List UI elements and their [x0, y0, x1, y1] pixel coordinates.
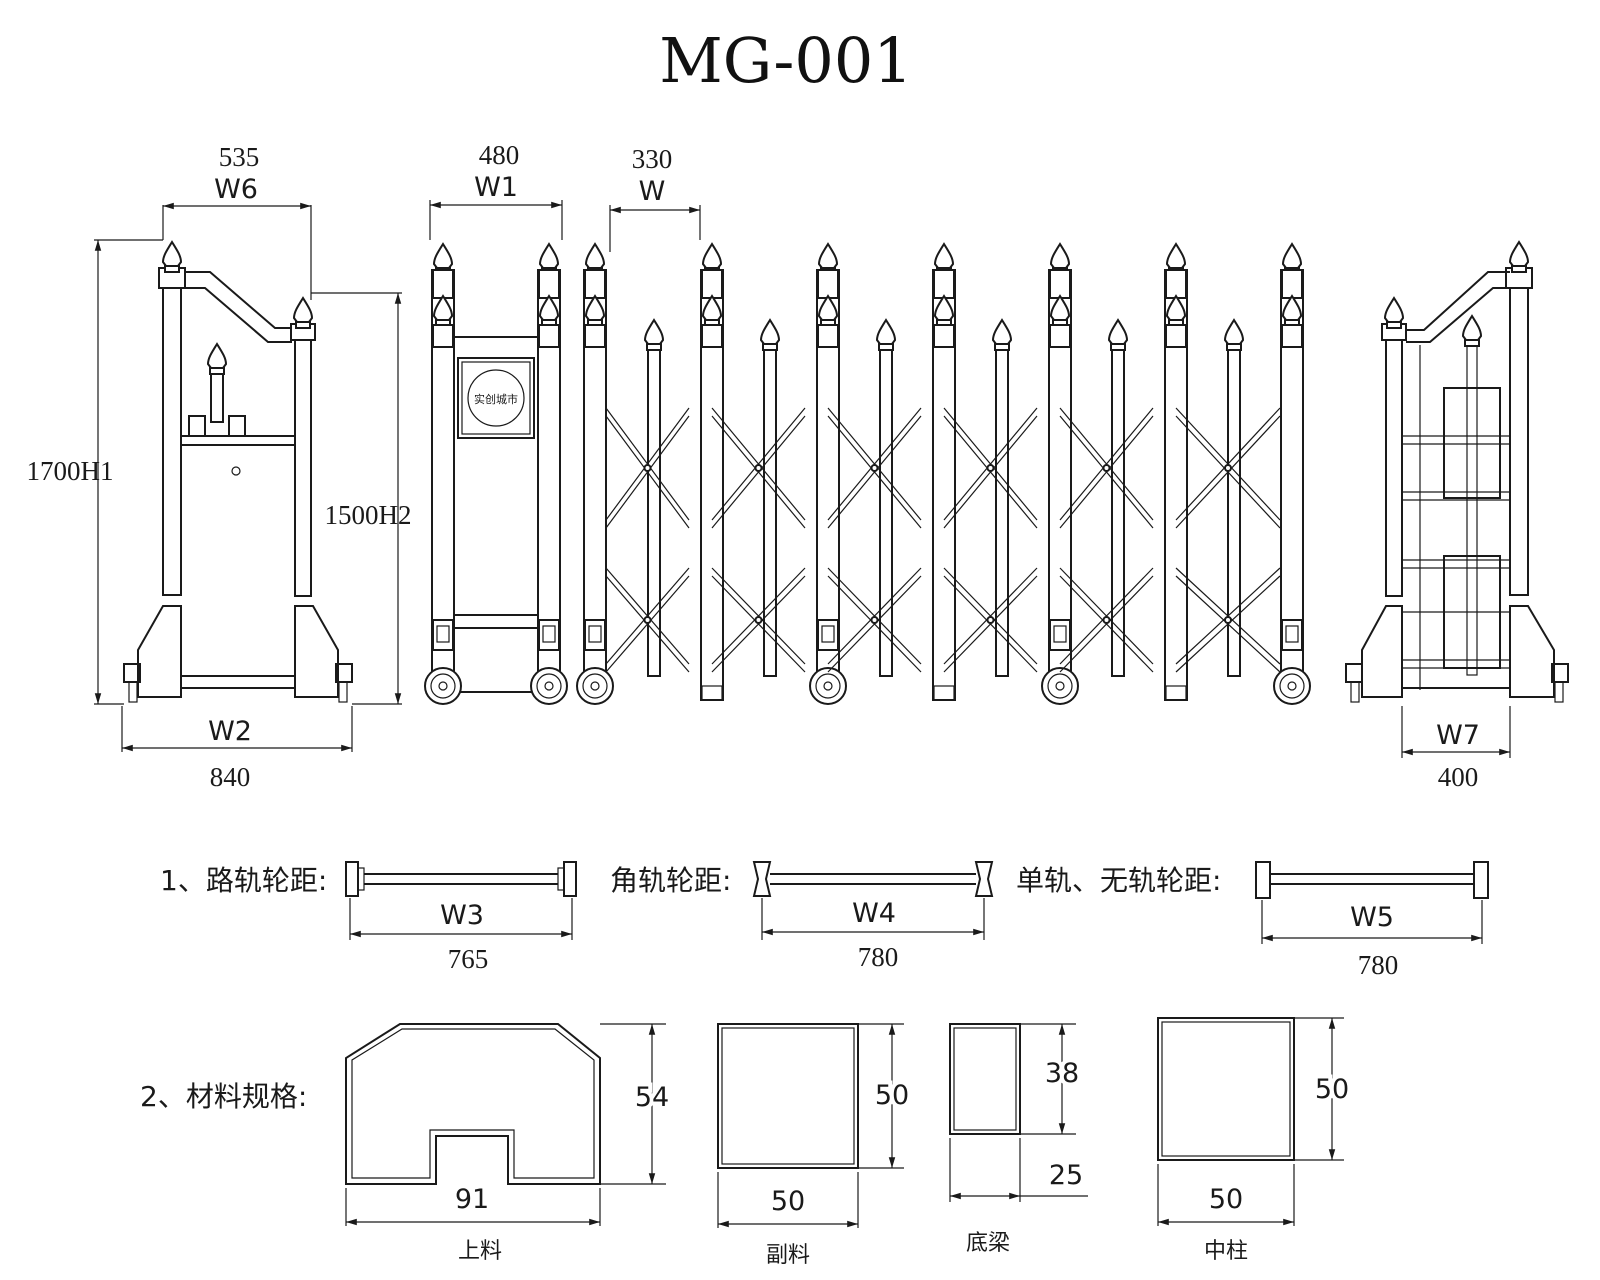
w-label: W	[639, 176, 666, 207]
drawing-title: MG-001	[659, 24, 912, 97]
scissor-lattice	[605, 407, 1281, 673]
material-bottom-beam-height: 38	[1045, 1058, 1079, 1089]
short-post-2	[760, 319, 780, 677]
track-wheelbase: W3 765	[345, 861, 577, 974]
material-top-rail: 54 91 上料	[345, 1023, 673, 1264]
w5-label: W5	[1350, 902, 1394, 933]
front-view: 实创城市	[424, 243, 1311, 705]
material-top-rail-height: 54	[635, 1082, 669, 1113]
folding-post-3	[932, 243, 956, 701]
w7-value: 400	[1438, 762, 1479, 792]
w4-value: 780	[858, 942, 899, 972]
material-middle-post-width: 50	[1209, 1184, 1243, 1215]
w5-value: 780	[1358, 950, 1399, 980]
lattice-cross-1-1	[711, 567, 806, 673]
lattice-cross-0-5	[1175, 407, 1281, 529]
folding-post-5	[1164, 243, 1188, 701]
h1-value: 1700H1	[27, 456, 114, 486]
w2-value: 840	[210, 762, 251, 792]
material-secondary-width: 50	[771, 1186, 805, 1217]
folding-post-1	[700, 243, 724, 701]
corner-wheelbase: W4 780	[752, 861, 994, 972]
lattice-cross-1-3	[943, 567, 1038, 673]
w7-label: W7	[1436, 720, 1480, 751]
material-middle-post-height: 50	[1315, 1074, 1349, 1105]
material-bottom-beam-name: 底梁	[966, 1231, 1010, 1256]
dimension-w2: W2 840	[121, 706, 353, 792]
w1-label: W1	[474, 172, 518, 203]
material-top-rail-name: 上料	[458, 1239, 502, 1264]
material-secondary-height: 50	[875, 1080, 909, 1111]
w2-label: W2	[208, 716, 252, 747]
left-side-view	[123, 241, 353, 703]
material-secondary-name: 副料	[766, 1243, 810, 1268]
material-top-rail-width: 91	[455, 1184, 489, 1215]
lattice-cross-1-0	[605, 567, 690, 673]
short-post-3	[876, 319, 896, 677]
short-post-5	[1108, 319, 1128, 677]
folding-post-0	[576, 243, 614, 705]
right-side-view	[1345, 241, 1569, 703]
head-post-2	[537, 243, 561, 693]
materials-section-label: 2、材料规格:	[140, 1080, 307, 1113]
dimension-w6: 535 W6	[162, 142, 312, 300]
wheelbase-section: 1、路轨轮距: W3 765 角轨轮距: W4 780	[160, 861, 1489, 980]
w6-label: W6	[214, 174, 258, 205]
tall-posts	[700, 243, 1311, 705]
single-wheelbase: W5 780	[1255, 861, 1489, 980]
lattice-cross-1-5	[1175, 567, 1281, 673]
w6-value: 535	[219, 142, 260, 172]
material-middle-post-name: 中柱	[1204, 1239, 1248, 1264]
single-wheelbase-label: 单轨、无轨轮距:	[1016, 864, 1221, 897]
short-post-4	[992, 319, 1012, 677]
corner-wheelbase-label: 角轨轮距:	[610, 864, 731, 897]
materials-section: 2、材料规格: 54 91 上料 50 50 副料	[140, 1017, 1353, 1268]
lattice-cross-1-4	[1059, 567, 1154, 673]
dimension-h1: 1700H1	[27, 239, 163, 705]
head-panel	[457, 357, 535, 439]
wheelbase-section-label: 1、路轨轮距:	[160, 864, 327, 897]
lattice-cross-0-3	[943, 407, 1038, 529]
folding-post-2	[809, 243, 847, 705]
lattice-cross-0-2	[827, 407, 922, 529]
lattice-cross-1-2	[827, 567, 922, 673]
folding-post-4	[1041, 243, 1079, 705]
w4-label: W4	[852, 898, 896, 929]
dimension-w1: 480 W1	[429, 140, 563, 240]
material-bottom-beam: 38 25 底梁	[949, 1023, 1088, 1256]
material-bottom-beam-width: 25	[1049, 1160, 1083, 1191]
dimension-w7: W7 400	[1401, 706, 1511, 792]
w-value: 330	[632, 144, 673, 174]
short-post-1	[644, 319, 664, 677]
material-secondary: 50 50 副料	[717, 1023, 913, 1268]
dimension-h2: 1500H2	[311, 292, 412, 705]
w1-value: 480	[479, 140, 520, 170]
h2-value: 1500H2	[325, 500, 412, 530]
w3-value: 765	[448, 944, 489, 974]
panel-logo-text: 实创城市	[474, 392, 518, 406]
short-post-6	[1224, 319, 1244, 677]
lattice-cross-0-1	[711, 407, 806, 529]
w3-label: W3	[440, 900, 484, 931]
folding-post-6	[1273, 243, 1311, 705]
head-post-1	[431, 243, 455, 693]
material-middle-post: 50 50 中柱	[1157, 1017, 1353, 1264]
lattice-cross-0-0	[605, 407, 690, 529]
lattice-cross-0-4	[1059, 407, 1154, 529]
dimension-w: 330 W	[609, 144, 701, 252]
short-posts	[644, 319, 1244, 677]
